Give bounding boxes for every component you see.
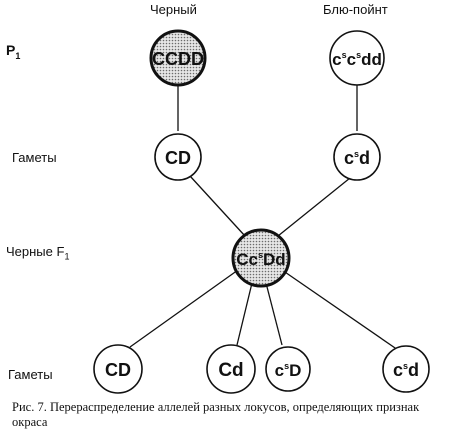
- g2-csD-node: csD: [265, 346, 311, 392]
- g2-cd-small-label: Cd: [218, 360, 243, 381]
- g2-cd-node: CD: [93, 344, 143, 394]
- gamete-csd-node: csd: [333, 133, 381, 181]
- black-title: Черный: [150, 2, 197, 17]
- bluepoint-title: Блю-пойнт: [323, 2, 388, 17]
- f1-node: CcsDd: [231, 228, 291, 288]
- g2-csd-label: csd: [393, 360, 419, 380]
- line-f1-to-g2-cd: [129, 269, 239, 348]
- line-f1-to-g2-csd: [281, 269, 399, 351]
- figure-caption: Рис. 7. Перераспределение аллелей разных…: [12, 400, 420, 429]
- parent-bluepoint-node: cscsdd: [329, 30, 385, 86]
- gamete-cd-node: CD: [154, 133, 202, 181]
- connector-lines: [129, 83, 399, 351]
- line-gamete-csd-to-f1: [277, 177, 351, 237]
- g2-cd-small-node: Cd: [206, 344, 256, 394]
- parent-bluepoint-genotype: cscsdd: [332, 50, 382, 69]
- f1-genotype: CcsDd: [236, 250, 285, 269]
- gametes-label-2: Гаметы: [8, 367, 53, 382]
- gamete-cd-label: CD: [165, 148, 191, 168]
- black-f1-label: Черные F1: [6, 244, 70, 262]
- parent-black-node: CCDD: [149, 29, 207, 87]
- line-f1-to-g2-cd-small: [236, 282, 253, 346]
- p1-label: P1: [6, 42, 21, 61]
- g2-cd-label: CD: [105, 360, 131, 380]
- line-gamete-cd-to-f1: [189, 175, 246, 237]
- gamete-csd-label: csd: [344, 148, 370, 168]
- g2-csD-label: csD: [275, 361, 302, 380]
- gametes-label-1: Гаметы: [12, 150, 57, 165]
- line-f1-to-g2-csD: [265, 282, 283, 346]
- parent-black-genotype: CCDD: [152, 49, 204, 69]
- g2-csd-node: csd: [382, 345, 430, 393]
